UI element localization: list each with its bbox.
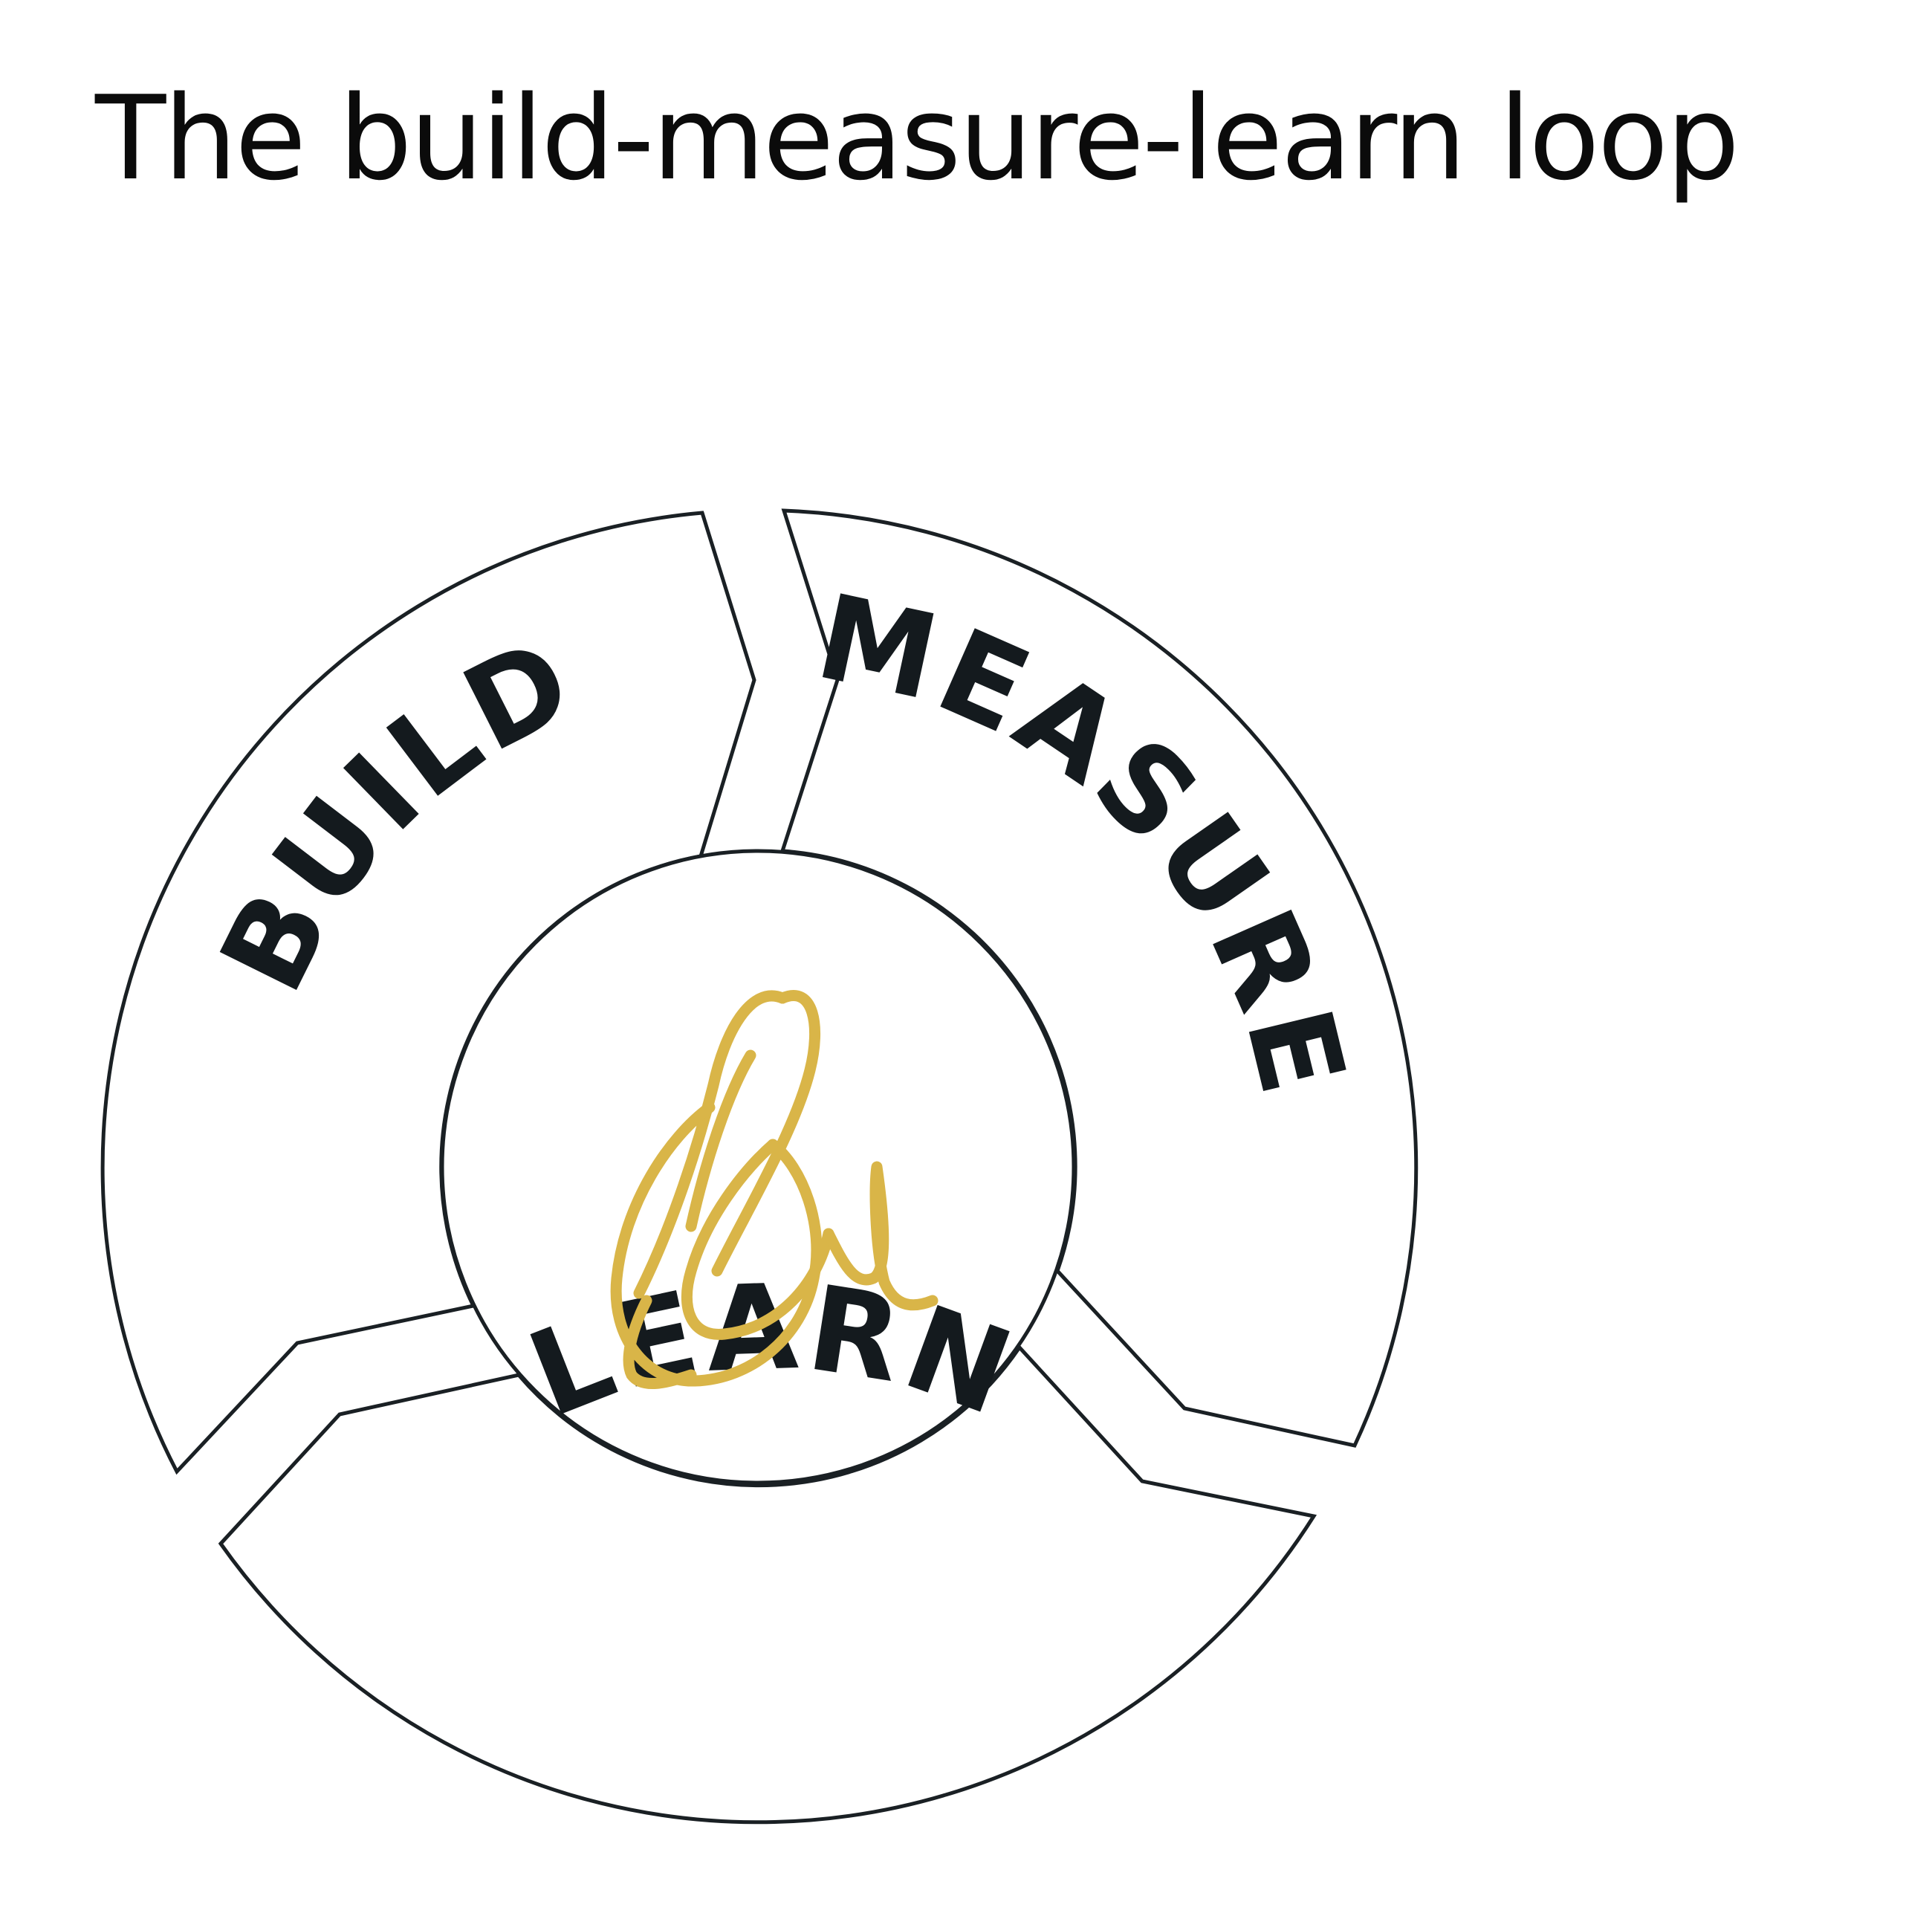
page-title: The build-measure-learn loop bbox=[95, 71, 1740, 206]
signature-logo-icon bbox=[610, 990, 939, 1390]
learn-segment[interactable] bbox=[218, 1344, 1317, 1825]
